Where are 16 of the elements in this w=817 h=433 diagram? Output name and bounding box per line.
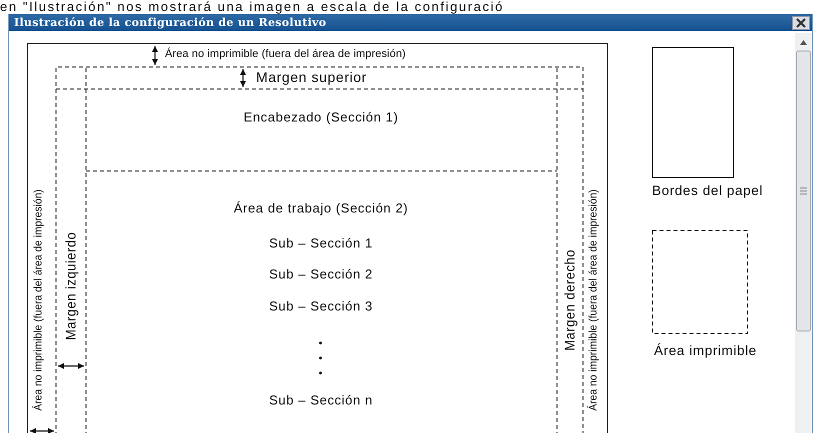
section-heading: Área de trabajo (Sección 2) (234, 200, 408, 216)
non-printable-area-label: Área no imprimible (fuera del área de impresión) (586, 189, 600, 411)
margin-label: Margen superior (256, 70, 367, 85)
dialog-title: Ilustración de la configuración de un Resolutivo (14, 16, 326, 29)
intro-text: en "Ilustración" nos mostrará una imagen a escala de la configuració (0, 0, 504, 14)
margin-label: Margen derecho (562, 249, 578, 351)
legend-label: Área imprimible (654, 343, 757, 358)
non-printable-area-label: Área no imprimible (fuera del área de impresión) (165, 47, 406, 62)
non-printable-area-label: Área no imprimible (fuera del área de impresión) (32, 189, 46, 411)
subsection-name: Sub – Sección 1 (269, 236, 373, 250)
legend-label: Bordes del papel (652, 183, 763, 198)
subsection-name: Sub – Sección 3 (269, 298, 373, 314)
subsection-name: Sub – Sección n (269, 392, 373, 408)
margin-label: Margen izquierdo (64, 232, 78, 340)
subsection-name: Sub – Sección 2 (269, 266, 373, 282)
section-heading: Encabezado (Sección 1) (244, 110, 398, 124)
